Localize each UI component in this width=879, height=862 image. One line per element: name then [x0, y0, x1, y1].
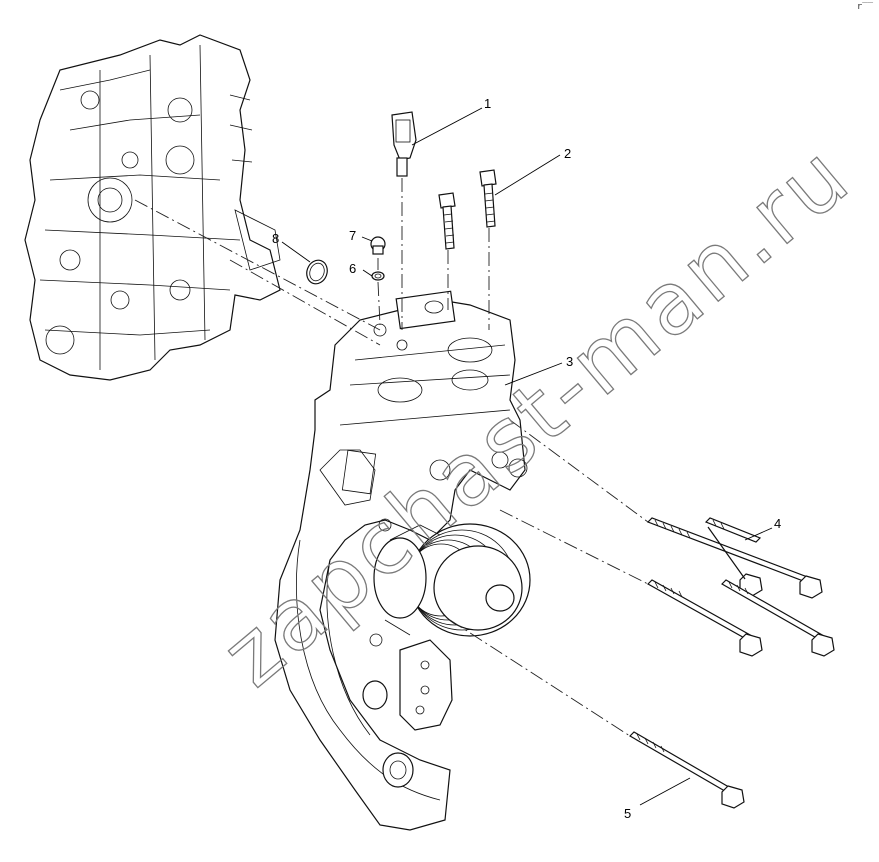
callout-7: 7	[349, 228, 356, 243]
small-parts	[306, 236, 386, 285]
thermostat-housing	[274, 290, 528, 831]
callout-6: 6	[349, 261, 356, 276]
lower-bracket	[362, 639, 453, 788]
temperature-sensor	[391, 111, 417, 177]
watermark: zapchast-man.ru	[204, 125, 869, 706]
callout-2: 2	[564, 146, 571, 161]
bolts-upper	[438, 169, 497, 250]
pulley	[373, 523, 531, 637]
callout-4: 4	[774, 516, 781, 531]
engine-block	[24, 34, 281, 381]
callout-1: 1	[484, 96, 491, 111]
corner-mark: r‾‾	[856, 2, 873, 12]
long-bolts	[646, 517, 835, 657]
assembly-lines	[134, 178, 649, 737]
lower-long-bolt	[629, 731, 745, 809]
callout-leaders	[281, 107, 773, 806]
callout-5: 5	[624, 806, 631, 821]
callout-8: 8	[272, 231, 279, 246]
callout-3: 3	[566, 354, 573, 369]
